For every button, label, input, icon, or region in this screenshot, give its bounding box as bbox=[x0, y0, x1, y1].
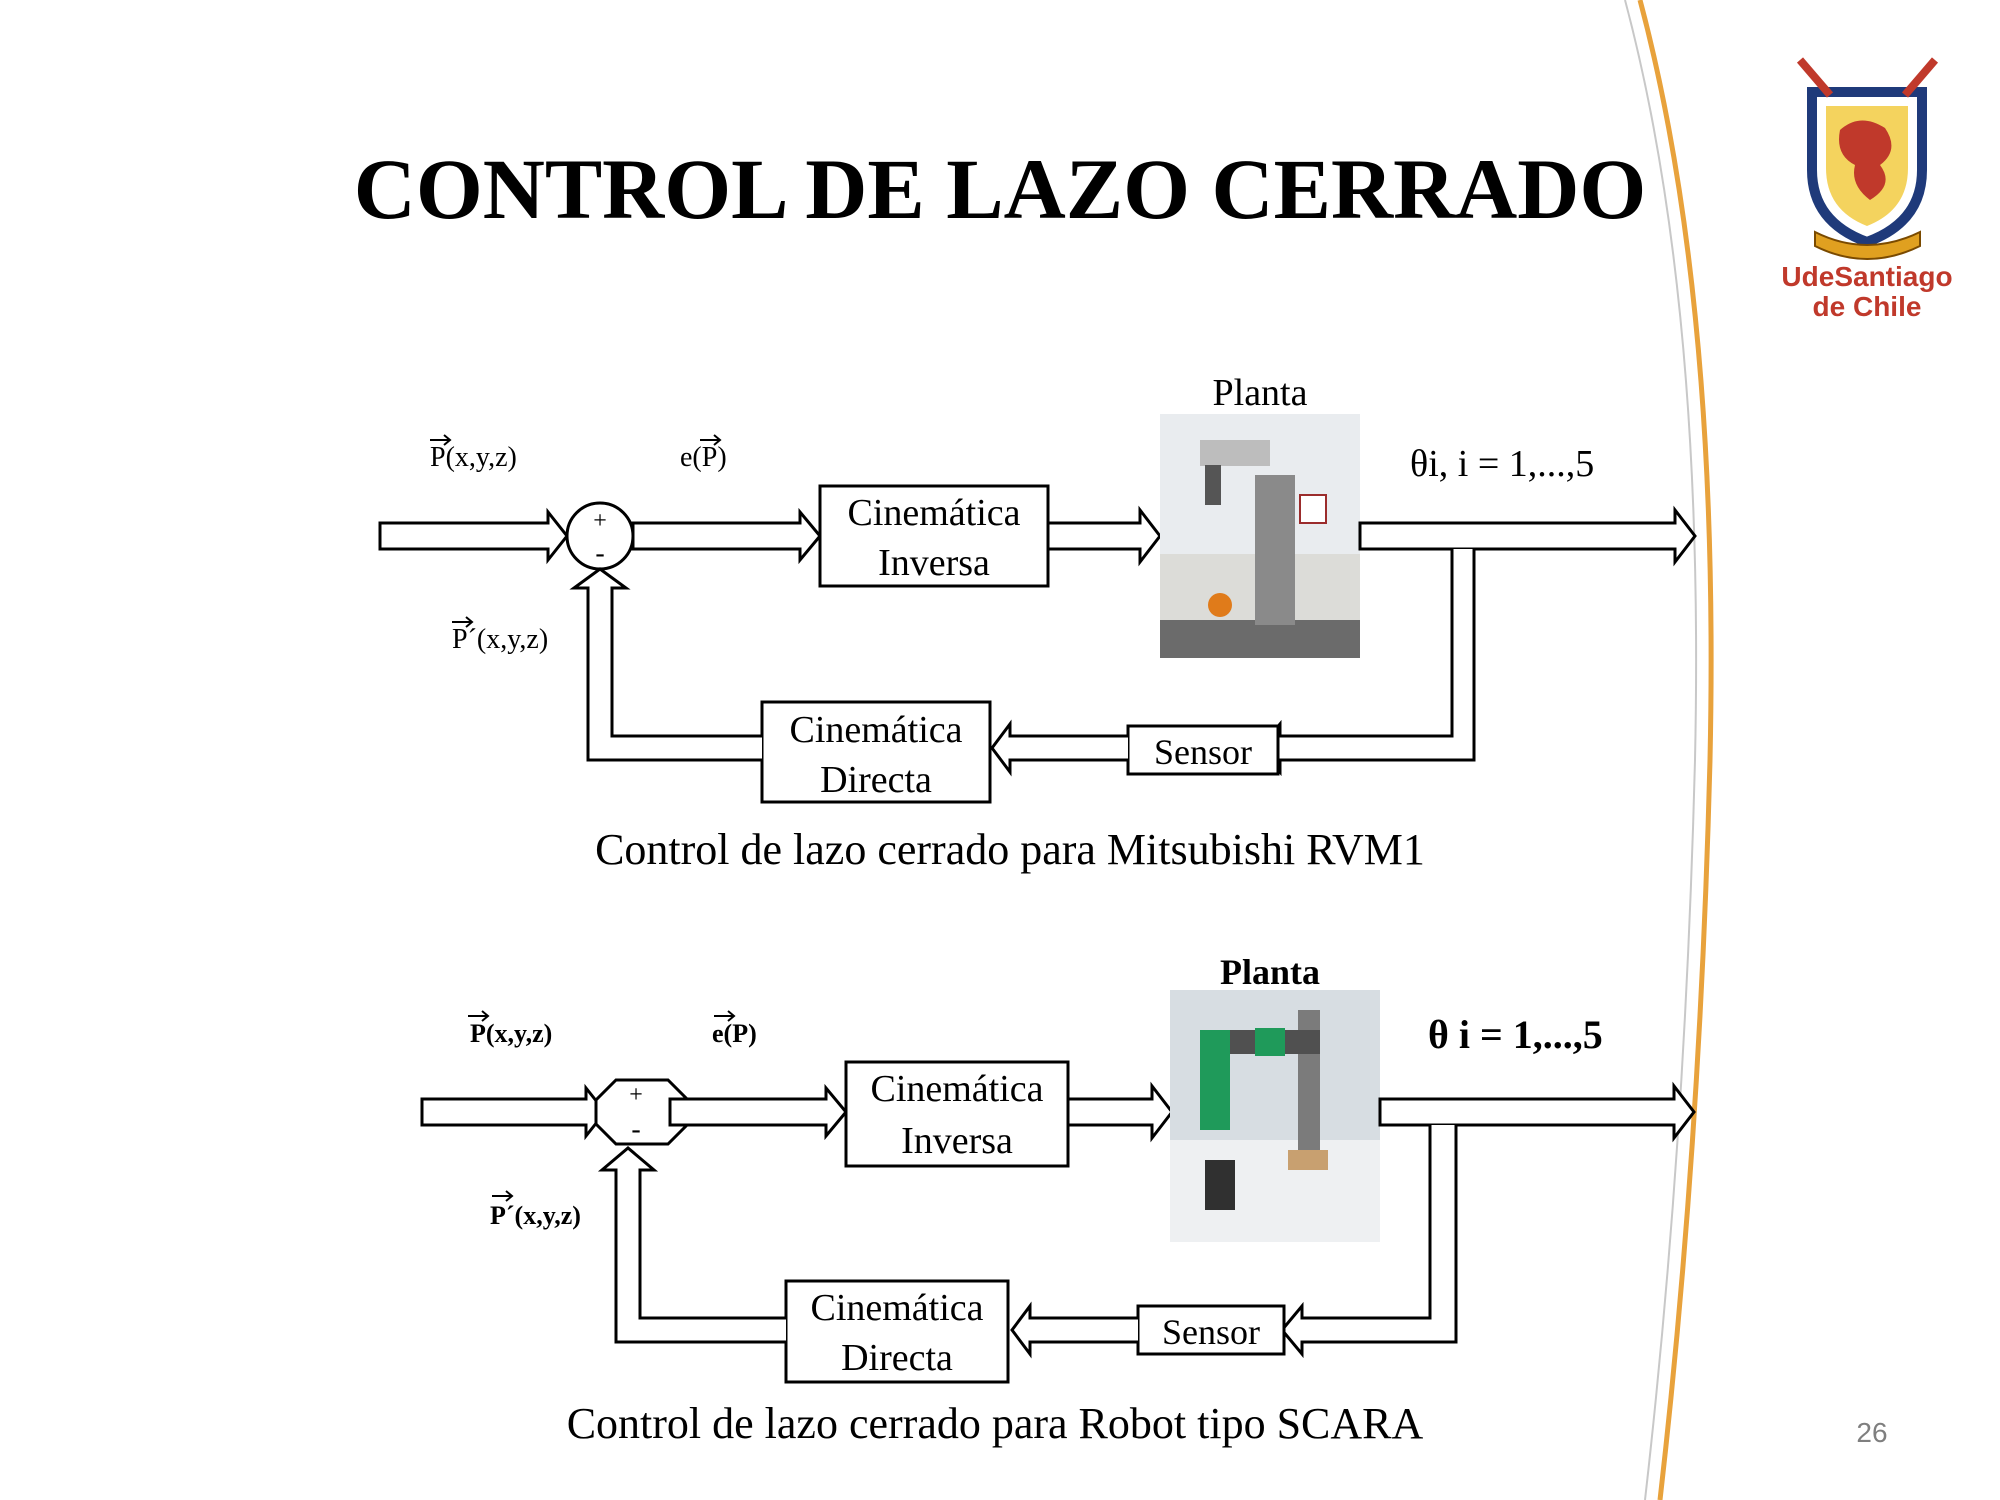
accent-curve-orange bbox=[1637, 0, 1714, 1500]
crest-ribbon bbox=[1814, 230, 1921, 260]
error-label: e(P) bbox=[712, 1019, 757, 1048]
error-arrow bbox=[631, 507, 822, 565]
vector-mark bbox=[452, 616, 474, 628]
vector-mark bbox=[714, 1010, 736, 1022]
diagram1-caption: Control de lazo cerrado para Mitsubishi … bbox=[595, 825, 1425, 874]
minus-sign: - bbox=[631, 1114, 640, 1145]
ik-to-plant-arrow bbox=[1066, 1081, 1174, 1143]
vector-mark bbox=[468, 1010, 490, 1022]
fk-label-line1: Cinemática bbox=[810, 1287, 983, 1329]
output-arrow bbox=[1358, 505, 1697, 567]
slide-title: CONTROL DE LAZO CERRADO bbox=[354, 141, 1647, 237]
diagram2-caption: Control de lazo cerrado para Robot tipo … bbox=[567, 1399, 1424, 1448]
fk-label-line1: Cinemática bbox=[789, 709, 962, 751]
vector-mark bbox=[700, 434, 722, 446]
plant-label: Planta bbox=[1213, 372, 1308, 414]
output-label: θ i = 1,...,5 bbox=[1428, 1012, 1603, 1057]
input-label: P(x,y,z) bbox=[470, 1019, 552, 1048]
input-arrow bbox=[420, 1083, 607, 1141]
logo-text-line2: de Chile bbox=[1813, 291, 1922, 322]
output-label: θi, i = 1,...,5 bbox=[1410, 443, 1594, 485]
ik-label-line2: Inversa bbox=[878, 542, 990, 584]
sensor-label: Sensor bbox=[1154, 732, 1252, 772]
arrow-icon bbox=[1901, 57, 1939, 98]
logo-text-line1: UdeSantiago bbox=[1781, 261, 1952, 292]
input-arrow bbox=[378, 507, 569, 565]
vector-mark bbox=[430, 434, 452, 446]
sensor-label: Sensor bbox=[1162, 1312, 1260, 1352]
ik-to-plant-arrow bbox=[1046, 505, 1162, 567]
diagram-scara bbox=[420, 990, 1696, 1384]
lion-icon bbox=[1839, 120, 1892, 200]
plant-image-scara bbox=[1170, 990, 1380, 1242]
feedback-label: P´(x,y,z) bbox=[490, 1201, 581, 1230]
accent-curve-grey bbox=[1624, 0, 1698, 1500]
minus-sign: - bbox=[595, 538, 604, 569]
plant-image-rvm1 bbox=[1160, 414, 1360, 658]
inverse-kinematics-block bbox=[844, 1060, 1070, 1168]
vector-mark bbox=[492, 1190, 514, 1202]
sensor-to-fk-arrow bbox=[990, 719, 1128, 777]
fk-to-sum-arrow bbox=[569, 567, 762, 762]
fk-to-sum-arrow bbox=[597, 1146, 786, 1344]
inverse-kinematics-block bbox=[818, 484, 1050, 588]
sensor-to-fk-arrow bbox=[1010, 1301, 1138, 1359]
diagram-rvm1 bbox=[378, 414, 1697, 804]
plant-label: Planta bbox=[1220, 952, 1320, 992]
ik-label-line1: Cinemática bbox=[847, 492, 1020, 534]
fk-label-line2: Directa bbox=[820, 759, 932, 801]
diagram-scara-labels: Planta P(x,y,z) e(P) P´(x,y,z) θ i = 1,.… bbox=[470, 952, 1603, 1448]
input-label: P(x,y,z) bbox=[430, 442, 517, 473]
summing-junction bbox=[594, 1078, 690, 1146]
error-arrow bbox=[668, 1083, 848, 1141]
forward-kinematics-block bbox=[784, 1279, 1010, 1384]
torch-icon bbox=[1796, 57, 1834, 98]
feedback-label: P´(x,y,z) bbox=[452, 624, 548, 655]
diagram-rvm1-labels: Planta P(x,y,z) e(P) P´(x,y,z) θi, i = 1… bbox=[430, 372, 1594, 874]
plus-sign: + bbox=[593, 508, 607, 534]
page-number: 26 bbox=[1856, 1417, 1887, 1448]
university-logo: UdeSantiago de Chile bbox=[1781, 57, 1953, 322]
forward-kinematics-block bbox=[760, 700, 992, 804]
ik-label-line1: Cinemática bbox=[870, 1068, 1043, 1110]
error-label: e(P) bbox=[680, 442, 727, 473]
accent-curves bbox=[1624, 0, 1714, 1500]
output-arrow bbox=[1378, 1081, 1696, 1143]
ik-label-line2: Inversa bbox=[901, 1120, 1013, 1162]
plus-sign: + bbox=[629, 1082, 643, 1108]
fk-label-line2: Directa bbox=[841, 1337, 953, 1379]
